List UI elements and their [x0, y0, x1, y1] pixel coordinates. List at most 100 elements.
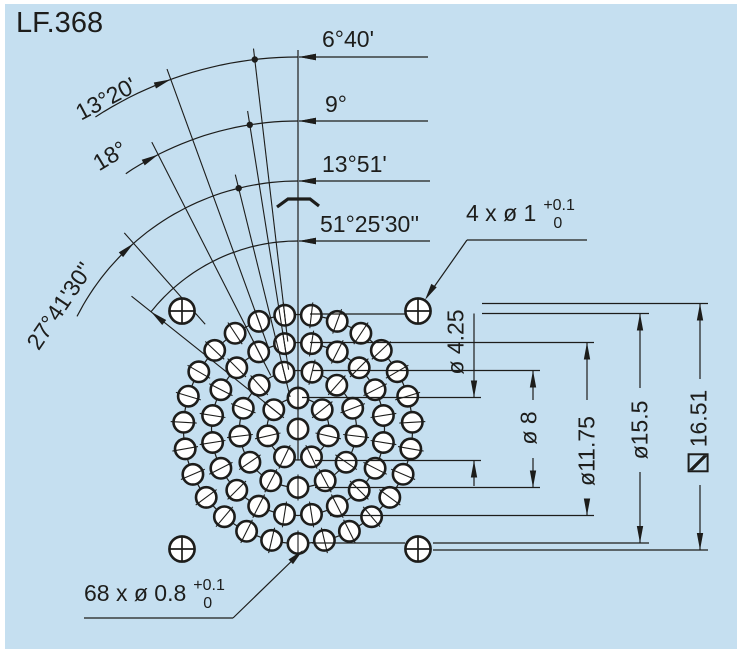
hole-tick	[308, 330, 315, 357]
hole-tick	[379, 489, 401, 506]
hole-tick	[305, 444, 318, 469]
hole-tick	[330, 494, 344, 518]
dia-16-51: 16.51	[685, 389, 712, 473]
tolerance-stack: +0.1 0	[543, 197, 575, 233]
angle-9: 9°	[325, 92, 347, 117]
hole-tick	[399, 421, 426, 424]
hole-tick	[172, 446, 199, 452]
hole-tick	[371, 341, 392, 360]
arc-dot-terminator	[251, 56, 258, 63]
hole-tick	[363, 383, 387, 397]
angle-ray	[151, 141, 272, 376]
dia-8-text: ø 8	[515, 411, 542, 445]
angle-9-text: 9°	[325, 91, 347, 117]
extension-lines	[302, 302, 708, 551]
hole-tick	[343, 519, 356, 544]
tolerance-stack: +0.1 0	[193, 577, 225, 613]
diameter-dimension-lines	[470, 303, 704, 550]
angle-leaders	[299, 53, 430, 245]
hole-tick	[252, 494, 266, 518]
hole-tick	[318, 469, 332, 493]
hole-tick	[175, 391, 201, 401]
dia-11-75: ø11.75	[573, 416, 600, 486]
hole-tick	[268, 527, 276, 554]
arc-dot-terminator	[235, 185, 242, 192]
dimension-arrow	[583, 342, 591, 360]
hole-tick	[199, 412, 226, 419]
hole-tick	[278, 444, 291, 469]
hole-tick	[390, 468, 416, 481]
angle-ray	[234, 174, 291, 398]
angle-ray	[252, 48, 289, 342]
dia-11-75-text: ø11.75	[573, 416, 600, 486]
drawing-number: LF.368	[16, 7, 104, 39]
arc-arrow	[153, 79, 171, 89]
dia-15-5-text: ø15.5	[626, 400, 653, 460]
hole-tick	[370, 439, 397, 446]
corner-holes-note: 4 x ø 1 +0.1 0	[466, 197, 575, 236]
arc-dot-terminator	[246, 121, 253, 128]
hole-tick	[264, 469, 278, 493]
hole-tick	[199, 439, 226, 446]
hole-tick	[395, 391, 421, 401]
drawing-sheet	[5, 4, 737, 649]
hole-tick	[370, 412, 397, 419]
slashed-square-diameter-symbol	[687, 453, 709, 473]
hole-tick	[363, 461, 387, 475]
hole-tick	[187, 364, 211, 379]
hole-tick	[327, 375, 346, 396]
dimension-arrow	[470, 380, 478, 398]
hole-tick	[281, 501, 288, 528]
dimension-arrow	[636, 313, 644, 331]
hole-tick	[340, 403, 366, 414]
dimension-arrow	[529, 470, 537, 488]
hole-tick	[230, 403, 256, 414]
angle-6-40: 6°40'	[322, 27, 374, 52]
hole-tick	[343, 433, 370, 439]
hole-tick	[195, 489, 217, 506]
bracket-symbol	[276, 197, 320, 209]
hole-tick	[250, 375, 269, 396]
tolerance-lower: 0	[553, 215, 563, 232]
dia-16-51-text: 16.51	[685, 389, 712, 448]
hole-tick	[397, 446, 424, 452]
angle-ray	[247, 110, 290, 370]
hole-tick	[349, 358, 369, 378]
leader-arrow	[299, 117, 316, 125]
note-leader-line	[232, 552, 301, 619]
hole-tick	[227, 322, 243, 345]
arc-arrow	[151, 311, 167, 325]
small-holes-note-text: 68 x ø 0.8	[84, 580, 187, 606]
dimension-arc	[95, 56, 299, 118]
hole-tick	[308, 501, 315, 528]
corner-holes-leader	[425, 239, 587, 300]
dimension-arc	[150, 240, 299, 313]
arc-arrow	[141, 154, 159, 166]
hole-tick	[353, 322, 369, 345]
hole-tick	[309, 302, 314, 329]
hole-tick	[320, 527, 328, 554]
dia-8: ø 8	[515, 411, 542, 445]
note-leader-arrow	[425, 283, 437, 300]
hole-tick	[226, 433, 253, 439]
dimension-arrow	[583, 498, 591, 516]
small-holes-leader	[84, 550, 303, 619]
hole-tick	[238, 454, 261, 471]
hole-tick	[254, 432, 281, 440]
hole-tick	[227, 358, 247, 378]
hole-tick	[315, 432, 342, 440]
hole-tick	[209, 461, 233, 475]
dia-4-25-text: ø 4.25	[442, 309, 469, 375]
dimension-arc	[76, 180, 299, 317]
hole-tick	[180, 468, 206, 481]
dimension-arrow	[696, 533, 704, 550]
hole-tick	[311, 401, 333, 419]
tolerance-upper: +0.1	[193, 577, 225, 594]
dimension-arc	[125, 120, 299, 175]
dimension-arrow	[529, 370, 537, 388]
leader-arrow	[299, 237, 316, 245]
hole-tick	[332, 309, 343, 334]
hole-tick	[209, 383, 233, 397]
